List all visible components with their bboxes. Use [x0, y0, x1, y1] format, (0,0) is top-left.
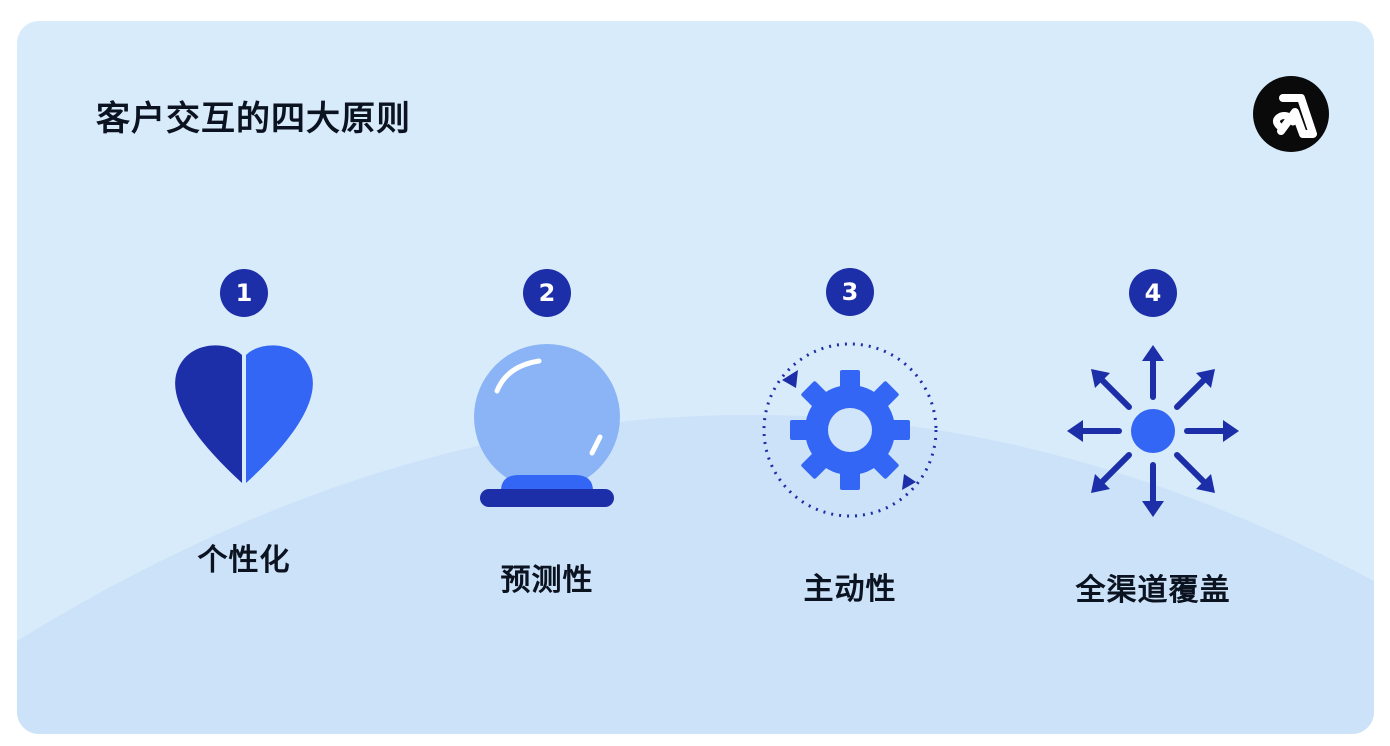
- gear-cycle-icon: [762, 342, 938, 518]
- principle-label: 主动性: [803, 572, 897, 607]
- step-number-badge: 2: [523, 269, 571, 317]
- principle-label: 全渠道覆盖: [1075, 573, 1231, 608]
- omnichannel-arrows-icon: [1067, 345, 1239, 517]
- heart-icon: [175, 345, 313, 483]
- infographic-card: 客户交互的四大原则 1 个性化 2 预测性 3: [17, 21, 1374, 734]
- step-number-badge: 1: [220, 269, 268, 317]
- principle-label: 预测性: [500, 563, 594, 598]
- background-arc: [17, 414, 1374, 734]
- principle-omnichannel: 4 全渠道覆盖: [1033, 269, 1273, 609]
- adobe-logo-icon: [1253, 76, 1329, 152]
- principle-personalization: 1 个性化: [124, 269, 364, 579]
- step-number-badge: 3: [826, 268, 874, 316]
- page-title: 客户交互的四大原则: [96, 99, 411, 139]
- principle-predictive: 2 预测性: [427, 269, 667, 599]
- step-number-badge: 4: [1129, 269, 1177, 317]
- principle-label: 个性化: [197, 543, 291, 578]
- crystal-ball-icon: [474, 344, 620, 507]
- principle-proactive: 3 主动性: [730, 268, 970, 608]
